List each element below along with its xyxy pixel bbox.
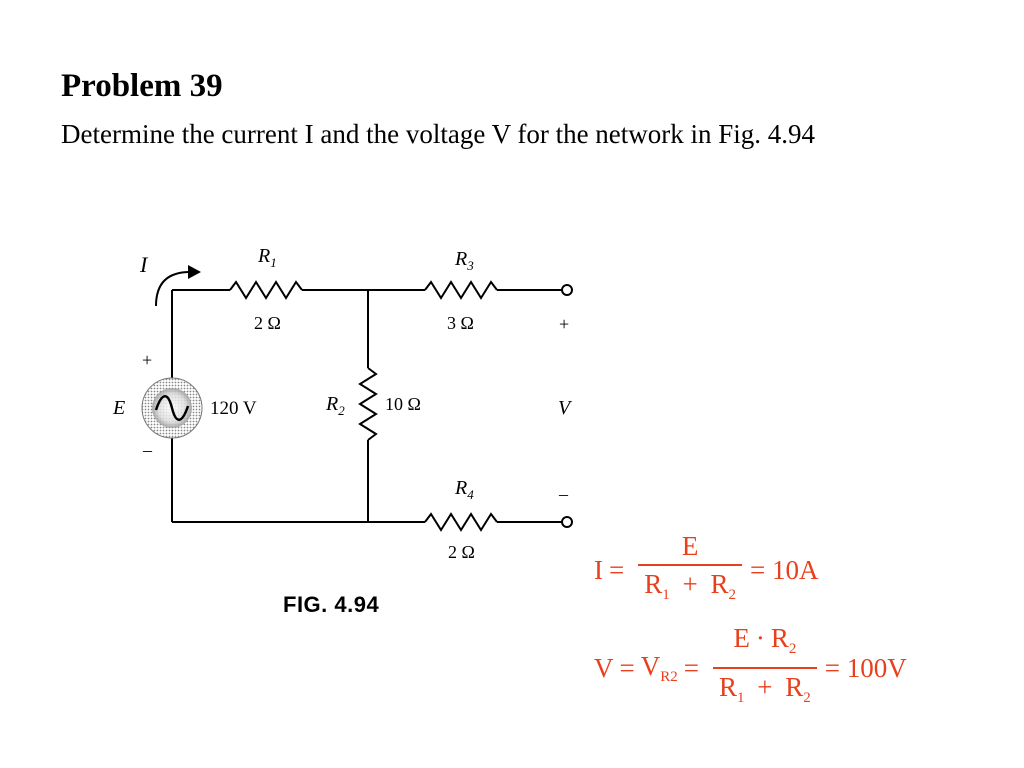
eq2-result: = 100V [824, 652, 907, 683]
equation-current: I = E R1 + R2 = 10A [594, 528, 818, 612]
source-label: E [112, 397, 125, 419]
eq2-equals-2: = [683, 652, 699, 683]
sine-wave-icon [154, 395, 190, 421]
eq2-mid: VR2 [640, 650, 678, 685]
terminal-bottom [561, 516, 573, 528]
r3-label: R3 [454, 248, 474, 273]
eq2-lhs: V [594, 652, 614, 683]
current-arrow-head [188, 265, 201, 279]
r2-value: 10 Ω [385, 394, 421, 414]
resistor-r4-zigzag [424, 512, 498, 532]
figure-caption: FIG. 4.94 [283, 592, 380, 617]
source-value: 120 V [210, 398, 257, 419]
eq1-fraction: E R1 + R2 [638, 530, 742, 611]
resistor-r1-zigzag [229, 280, 303, 300]
r2-label: R2 [325, 393, 345, 418]
output-label: V [558, 397, 573, 419]
r4-label: R4 [454, 477, 474, 502]
eq1-result: = 10A [750, 554, 819, 585]
eq2-fraction-bar [712, 667, 817, 669]
eq1-numerator: E [681, 530, 699, 561]
r4-value: 2 Ω [448, 542, 475, 562]
resistor-r3-zigzag [424, 280, 498, 300]
resistor-r2-zigzag [358, 367, 378, 441]
eq1-lhs: I [594, 554, 603, 585]
source-minus: – [142, 440, 153, 460]
problem-title: Problem 39 [61, 68, 223, 104]
r1-value: 2 Ω [254, 313, 281, 333]
r1-label: R1 [257, 245, 277, 270]
eq2-denominator: R1 + R2 [718, 672, 811, 706]
terminal-top [561, 284, 573, 296]
problem-statement: Determine the current I and the voltage … [61, 119, 816, 149]
eq2-numerator: E·R2 [733, 623, 797, 657]
current-label: I [139, 252, 149, 277]
eq1-fraction-bar [638, 563, 742, 566]
source-plus: + [142, 350, 152, 370]
r3-value: 3 Ω [447, 313, 474, 333]
equation-voltage: V = VR2 = E·R2 R1 + R2 = 100V [594, 622, 907, 714]
eq1-equals: = [609, 554, 625, 585]
current-arrow [155, 271, 191, 307]
eq2-fraction: E·R2 R1 + R2 [712, 622, 817, 714]
output-minus: – [558, 484, 569, 504]
output-plus: + [559, 314, 569, 334]
eq2-equals-1: = [619, 652, 635, 683]
eq1-denominator: R1 + R2 [644, 568, 736, 603]
